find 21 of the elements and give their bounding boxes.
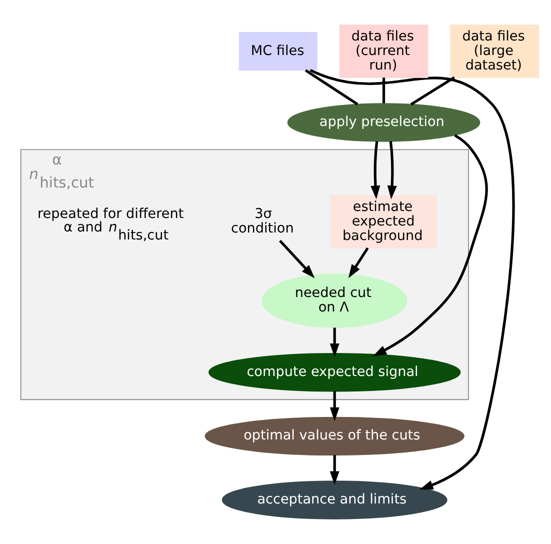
arrow (348, 247, 369, 278)
arrow (387, 141, 397, 200)
arrow (330, 391, 340, 422)
node-box: data files (current run) (339, 24, 428, 78)
connector (410, 76, 455, 106)
arrow (330, 328, 340, 358)
node-ellipse: apply preselection (287, 103, 480, 142)
node-ellipse: compute expected signal (208, 353, 461, 392)
arrow (330, 455, 340, 485)
node-box: data files (large dataset) (450, 24, 540, 78)
arrow (372, 134, 488, 356)
node-ellipse: optimal values of the cuts (204, 416, 464, 456)
connector (382, 78, 386, 104)
node-box: MC files (238, 32, 318, 71)
node-ellipse: needed cut on Λ (262, 274, 408, 328)
arrow (370, 141, 380, 200)
arrow (279, 240, 315, 278)
arrow (310, 69, 515, 490)
node-text: 3σ condition (231, 206, 294, 237)
connector (304, 69, 358, 106)
node-box: estimate expected background (330, 195, 438, 249)
